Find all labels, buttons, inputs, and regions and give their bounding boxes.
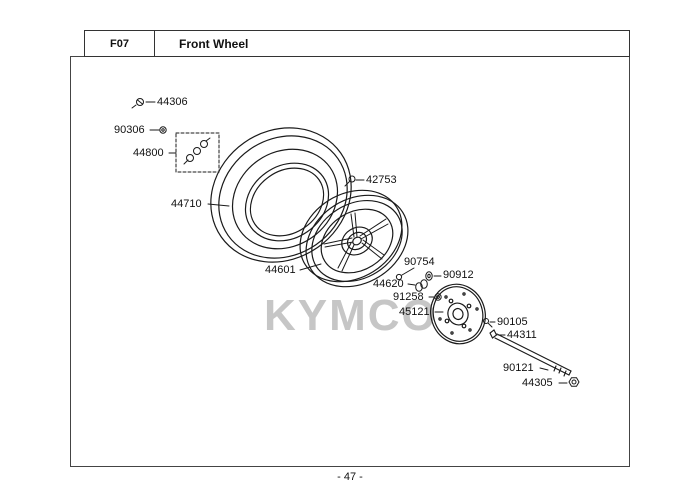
part-label-90912: 90912 bbox=[443, 269, 474, 281]
part-label-44800: 44800 bbox=[133, 147, 164, 159]
axle-drawing bbox=[489, 329, 572, 377]
rim-drawing bbox=[299, 189, 409, 288]
part-label-44620: 44620 bbox=[373, 278, 404, 290]
washer-icon bbox=[425, 271, 433, 281]
page-number: - 47 - bbox=[337, 471, 363, 483]
axle-nut-icon bbox=[568, 377, 580, 387]
part-label-44306: 44306 bbox=[157, 96, 188, 108]
screw-icon bbox=[131, 98, 144, 109]
kymco-watermark: KYMCO bbox=[264, 291, 438, 340]
page-title: Front Wheel bbox=[179, 36, 249, 51]
page-code: F07 bbox=[110, 37, 129, 50]
rim-spokes bbox=[323, 212, 389, 272]
collar-icon bbox=[415, 279, 428, 292]
part-label-90121: 90121 bbox=[503, 362, 534, 374]
part-label-45121: 45121 bbox=[399, 306, 430, 318]
part-label-44305: 44305 bbox=[522, 377, 553, 389]
tire-drawing bbox=[210, 127, 352, 263]
spring-kit-icon bbox=[175, 132, 220, 173]
bolt-icon bbox=[483, 318, 493, 328]
header-code-cell: F07 bbox=[84, 30, 155, 57]
part-label-44710: 44710 bbox=[171, 198, 202, 210]
part-label-91258: 91258 bbox=[393, 291, 424, 303]
brake-disc-drawing bbox=[430, 283, 486, 345]
part-label-44311: 44311 bbox=[507, 329, 537, 341]
spacer-icon bbox=[395, 273, 403, 281]
header-title-cell: Front Wheel bbox=[154, 30, 630, 57]
part-label-42753: 42753 bbox=[366, 174, 397, 186]
leader-lines bbox=[145, 101, 568, 384]
seal-icon bbox=[434, 293, 442, 301]
ring-icon bbox=[159, 126, 167, 134]
part-label-90105: 90105 bbox=[497, 316, 528, 328]
valve-bolt-icon bbox=[344, 175, 356, 187]
part-label-90754: 90754 bbox=[404, 256, 435, 268]
part-label-44601: 44601 bbox=[265, 264, 296, 276]
part-label-90306: 90306 bbox=[114, 124, 145, 136]
